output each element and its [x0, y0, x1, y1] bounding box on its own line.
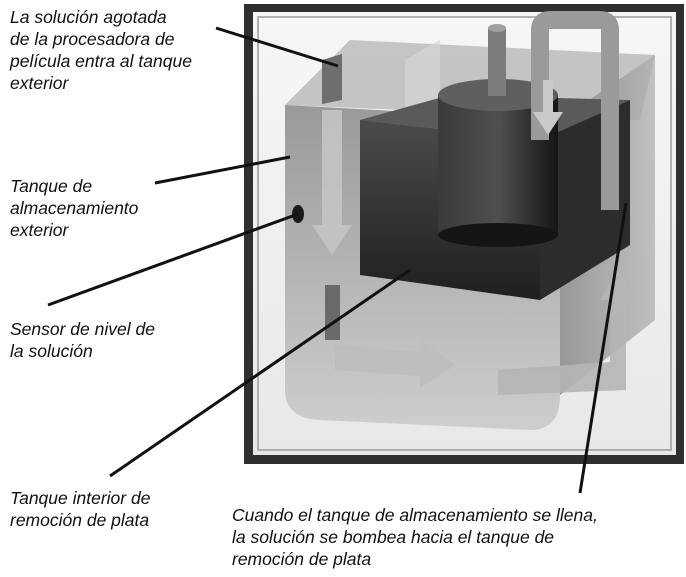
leader-line-pump	[578, 202, 628, 494]
leader-line-outer-tank	[154, 155, 291, 185]
leader-line-inner-tank	[109, 268, 411, 478]
leader-line-sensor	[47, 212, 299, 307]
pump-return-pipe	[531, 11, 619, 210]
label-outer-tank: Tanque de almacenamiento exterior	[10, 176, 139, 240]
inflow-arrow	[312, 110, 352, 255]
silver-recovery-cylinder	[438, 24, 558, 247]
label-inner-tank: Tanque interior de remoción de plata	[10, 488, 151, 530]
label-sensor: Sensor de nivel de la solución	[10, 319, 155, 361]
leader-lines	[47, 26, 628, 494]
label-pump-note: Cuando el tanque de almacenamiento se ll…	[232, 505, 598, 569]
leader-line-entry	[215, 26, 339, 68]
label-entry: La solución agotada de la procesadora de…	[10, 7, 192, 93]
